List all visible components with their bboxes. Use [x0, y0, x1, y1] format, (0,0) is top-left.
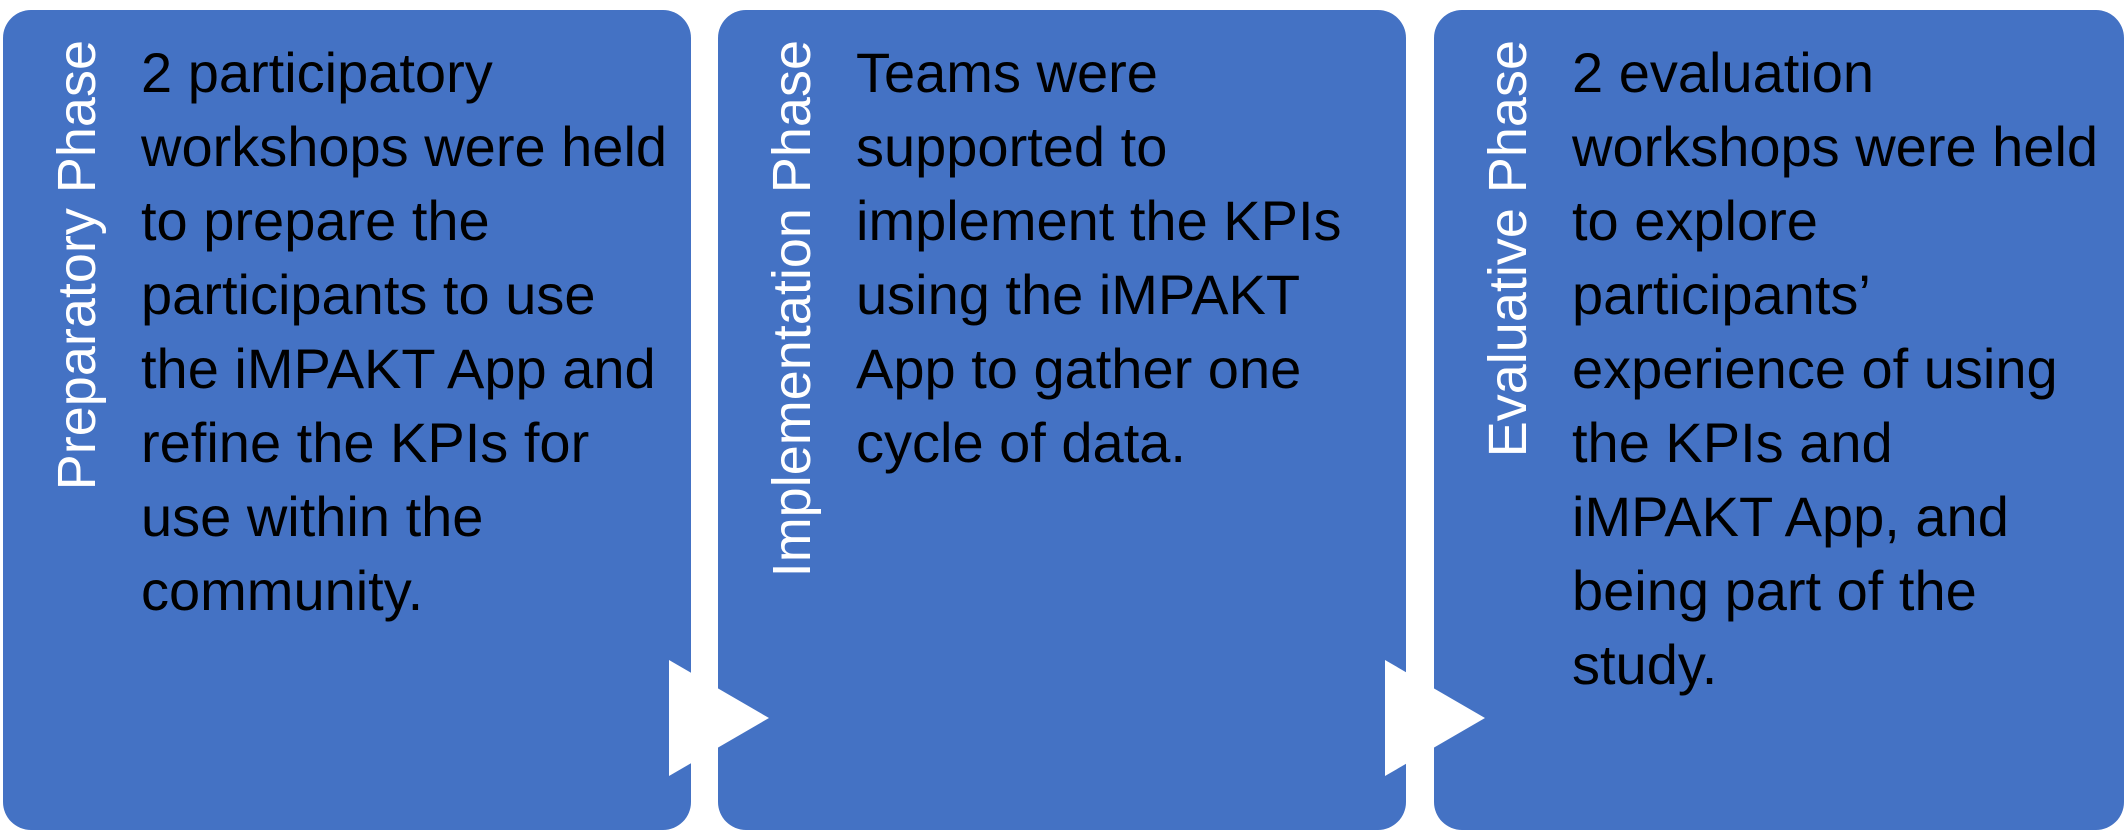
phase-description-implementation: Teams were supported to implement the KP… — [856, 41, 1342, 474]
arrow-right-icon — [1385, 660, 1485, 776]
phase-box-implementation: Implementation Phase Teams were supporte… — [718, 10, 1406, 830]
phase-label-preparatory: Preparatory Phase — [47, 40, 107, 491]
phase-description-preparatory: 2 participatory workshops were held to p… — [141, 41, 668, 622]
phase-description-evaluative: 2 evaluation workshops were held to expl… — [1572, 41, 2099, 696]
phase-label-evaluative: Evaluative Phase — [1478, 40, 1538, 458]
phase-label-implementation: Implementation Phase — [762, 40, 822, 578]
phase-box-preparatory: Preparatory Phase 2 participatory worksh… — [3, 10, 691, 830]
phase-label-container: Preparatory Phase — [31, 40, 123, 800]
arrow-right-icon — [669, 660, 769, 776]
phase-box-evaluative: Evaluative Phase 2 evaluation workshops … — [1434, 10, 2124, 830]
